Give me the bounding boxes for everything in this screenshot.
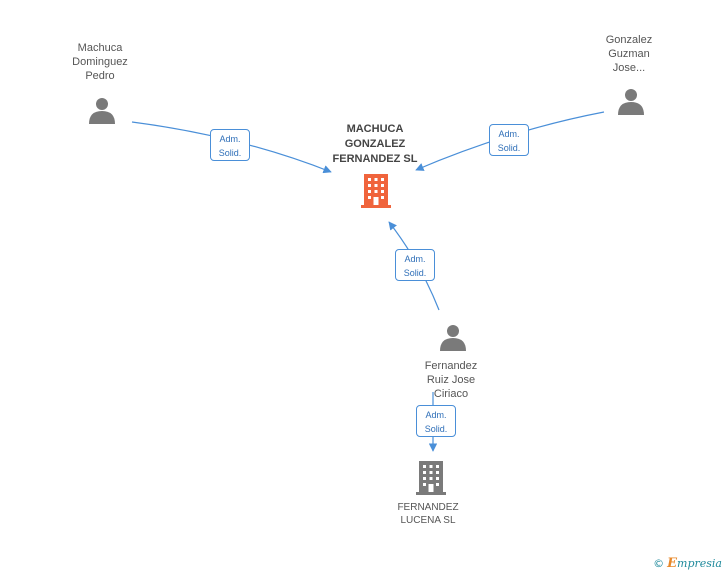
edge-role-line: Solid. [424,424,448,434]
brand-name: mpresia [677,557,722,570]
node-label-line: LUCENA SL [400,515,456,526]
node-label-line: FERNANDEZ [397,502,459,513]
edge-role-line: Adm. [404,254,426,264]
edge-role-label-company-2[interactable]: Adm. Solid. [416,405,456,437]
edge-role-label-person-2[interactable]: Adm. Solid. [489,124,529,156]
building-icon-secondary[interactable] [416,461,446,495]
node-label-line: Dominguez [72,56,128,68]
edge-role-label-person-1[interactable]: Adm. Solid. [210,129,250,161]
node-label-line: Gonzalez [605,34,653,46]
node-label-line: Fernandez [424,360,478,372]
edge-role-line: Solid. [403,268,427,278]
node-label-line: GONZALEZ [344,138,406,150]
person-icon[interactable] [440,325,466,351]
node-label-line: Pedro [85,70,115,82]
edge-role-line: Adm. [425,410,447,420]
node-label-line: Ciriaco [433,388,469,400]
edge-role-label-person-3[interactable]: Adm. Solid. [395,249,435,281]
edge-role-line: Solid. [218,148,242,158]
node-label-person-3[interactable]: Fernandez Ruiz Jose Ciriaco [406,359,496,401]
brand-initial: E [667,556,678,571]
building-icon-main[interactable] [361,174,391,208]
node-label-line: Ruiz Jose [426,374,476,386]
node-label-company-2[interactable]: FERNANDEZ LUCENA SL [382,501,474,527]
node-label-line: FERNANDEZ SL [332,153,418,165]
node-label-line: MACHUCA [346,123,404,135]
brand-footer: ©Empresia [653,556,722,571]
node-label-main-company[interactable]: MACHUCA GONZALEZ FERNANDEZ SL [320,122,430,167]
node-label-line: Jose... [612,62,646,74]
person-icon[interactable] [618,89,644,115]
node-label-person-1[interactable]: Machuca Dominguez Pedro [55,41,145,83]
edge-role-line: Adm. [498,129,520,139]
node-label-person-2[interactable]: Gonzalez Guzman Jose... [584,33,674,75]
copyright-icon: © [653,557,665,570]
edge-role-line: Solid. [497,143,521,153]
edge-role-line: Adm. [219,134,241,144]
node-label-line: Guzman [608,48,650,60]
person-icon[interactable] [89,98,115,124]
node-label-line: Machuca [77,42,123,54]
